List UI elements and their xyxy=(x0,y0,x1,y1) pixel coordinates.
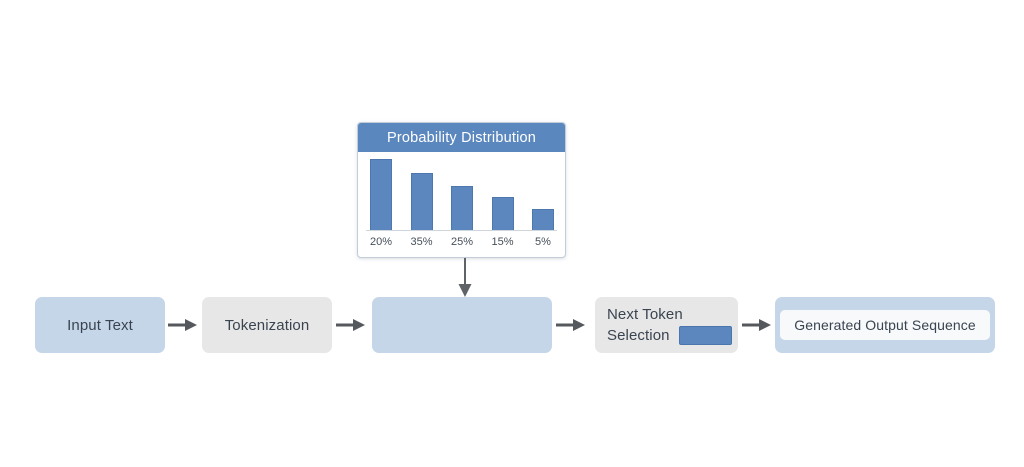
stage-generated-output-sequence[interactable]: Generated Output Sequence xyxy=(775,297,995,353)
stage-next-token-selection[interactable]: Next Token Selection xyxy=(595,297,738,353)
arrow-probability-to-next-token-icon xyxy=(556,319,585,331)
bar-3 xyxy=(491,197,514,230)
chart-axis-line xyxy=(366,230,557,231)
selected-token-swatch xyxy=(678,326,732,345)
bar-1 xyxy=(410,173,433,230)
bar-label-4: 5% xyxy=(535,236,551,248)
chart-body: 20% 35% 25% 15% 5% xyxy=(358,152,565,257)
stage-input-text-label: Input Text xyxy=(67,316,133,334)
probability-distribution-card: Probability Distribution 20% 35% 25% 15%… xyxy=(357,122,566,258)
chart-bars xyxy=(370,159,554,230)
bar-2 xyxy=(451,186,473,230)
bar-4 xyxy=(532,209,554,230)
next-token-selection-text: Next Token Selection xyxy=(607,304,732,346)
bar-label-2: 25% xyxy=(451,236,474,248)
bar-label-3: 15% xyxy=(491,236,514,248)
arrow-next-token-to-output-icon xyxy=(742,319,771,331)
stage-input-text[interactable]: Input Text xyxy=(35,297,165,353)
generated-output-sequence-label: Generated Output Sequence xyxy=(780,310,990,340)
stage-tokenization-label: Tokenization xyxy=(224,316,310,334)
bar-0 xyxy=(370,159,392,230)
next-token-selection-label-line2: Selection xyxy=(607,327,670,344)
next-token-selection-label-line1: Next Token xyxy=(607,306,683,323)
stage-probability-distribution[interactable] xyxy=(372,297,552,353)
bar-label-0: 20% xyxy=(370,236,393,248)
arrow-tokenization-to-probability-icon xyxy=(336,319,365,331)
arrow-chart-to-probability-stage-icon xyxy=(458,258,472,297)
arrow-input-to-tokenization-icon xyxy=(168,319,197,331)
chart-tick-labels: 20% 35% 25% 15% 5% xyxy=(370,236,554,248)
bar-label-1: 35% xyxy=(410,236,433,248)
next-token-selection-line2: Selection xyxy=(607,325,732,346)
chart-title: Probability Distribution xyxy=(358,123,565,152)
stage-tokenization[interactable]: Tokenization xyxy=(202,297,332,353)
